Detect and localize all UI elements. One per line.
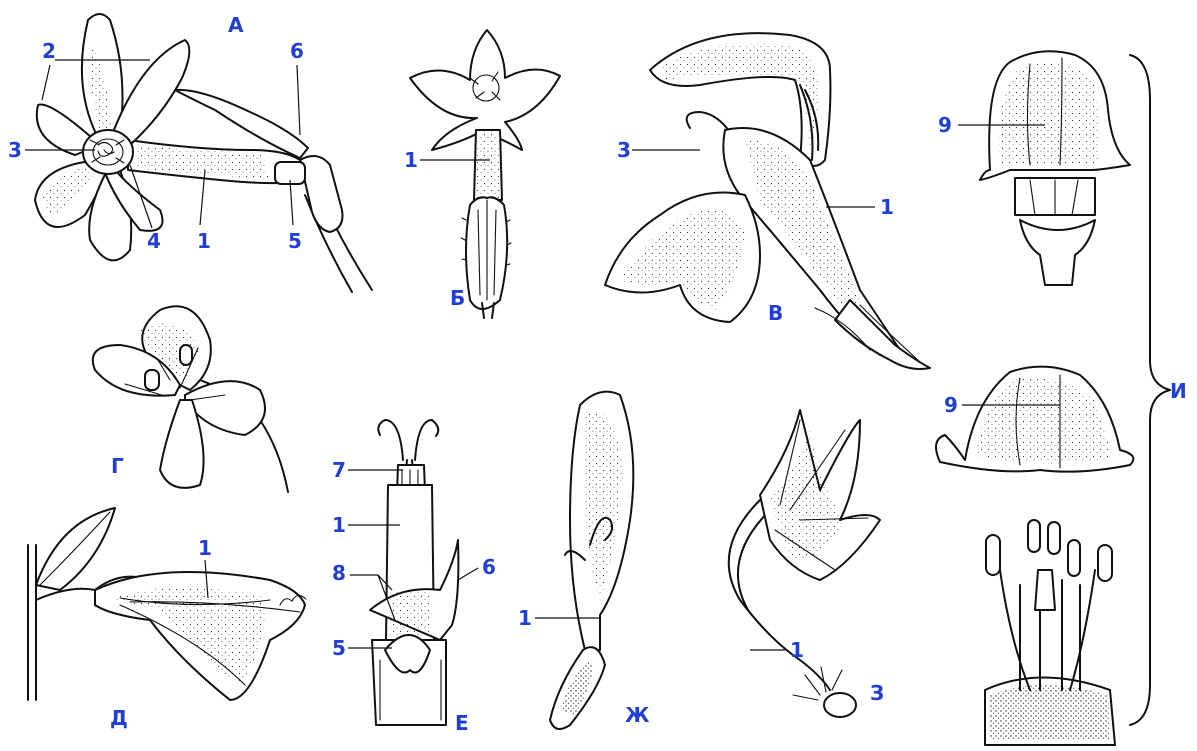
figure-label-z: З (870, 681, 884, 705)
part-label-2-a: 2 (42, 39, 56, 63)
part-label-3-v: 3 (617, 138, 631, 162)
flower-e (370, 420, 458, 725)
figure-label-b: Б (450, 286, 465, 310)
figure-label-i: И (1170, 379, 1187, 403)
part-label-6-e: 6 (482, 555, 496, 579)
part-label-5-e: 5 (332, 636, 346, 660)
part-label-5-a: 5 (288, 229, 302, 253)
part-label-1-z: 1 (790, 638, 804, 662)
figure-label-v: В (768, 301, 783, 325)
part-label-1-d: 1 (198, 536, 212, 560)
part-label-1-b: 1 (404, 148, 418, 172)
flower-d (28, 508, 306, 700)
part-label-3-a: 3 (8, 138, 22, 162)
part-label-9-i-mid: 9 (944, 393, 958, 417)
part-label-1-a: 1 (197, 229, 211, 253)
part-label-1-zh: 1 (518, 606, 532, 630)
part-label-1-e: 1 (332, 513, 346, 537)
figure-label-d: Д (110, 706, 128, 730)
flower-z (729, 410, 880, 717)
flower-b (410, 30, 560, 318)
part-label-6-a: 6 (290, 39, 304, 63)
flower-zh (550, 392, 633, 729)
figure-label-a: А (228, 13, 244, 37)
part-label-1-v: 1 (880, 195, 894, 219)
part-label-4-a: 4 (147, 229, 161, 253)
part-label-7-e: 7 (332, 458, 346, 482)
figure-label-zh: Ж (625, 703, 650, 727)
figure-label-g: Г (111, 454, 124, 478)
part-label-8-e: 8 (332, 561, 346, 585)
part-label-9-i-top: 9 (938, 113, 952, 137)
flower-i (936, 51, 1170, 745)
figure-label-e: Е (455, 711, 469, 735)
